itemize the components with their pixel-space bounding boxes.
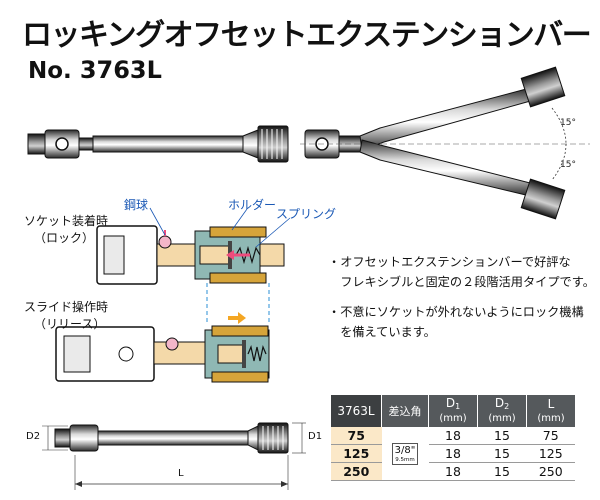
spec-table: 3763L 差込角 D1(mm) D2(mm) L(mm) 75 3/8"9.5… <box>331 395 575 481</box>
description-line: オフセットエクステンションバーで好評な <box>340 255 571 269</box>
offset-extension-bar <box>300 66 590 220</box>
header-d2-sub: 2 <box>504 402 510 411</box>
release-caption: スライド操作時 （リリース） <box>24 298 108 332</box>
lock-caption: ソケット装着時 （ロック） <box>24 212 108 246</box>
header-d1-main: D <box>445 396 456 410</box>
description-block: ・ オフセットエクステンションバーで好評な フレキシブルと固定の２段階活用タイプ… <box>328 252 595 342</box>
header-d2-unit: (mm) <box>488 413 516 424</box>
header-l: L(mm) <box>526 395 575 427</box>
cell-l: 75 <box>526 427 575 445</box>
drive-size-mm: 9.5mm <box>395 456 415 463</box>
header-l-unit: (mm) <box>537 412 565 424</box>
cell-d2: 15 <box>477 462 527 481</box>
lock-caption-line1: ソケット装着時 <box>24 214 109 228</box>
page-title: ロッキングオフセットエクステンションバー <box>22 18 592 53</box>
cross-section-lock <box>96 207 291 285</box>
straight-extension-bar <box>27 125 289 163</box>
description-line: フレキシブルと固定の２段階活用タイプです。 <box>340 275 595 289</box>
cell-model: 75 <box>331 427 382 445</box>
description-item: ・ 不意にソケットが外れないようにロック機構 を備えています。 <box>328 302 595 342</box>
model-code: 3763L <box>79 56 162 84</box>
description-line: を備えています。 <box>340 325 436 339</box>
label-holder: ホルダー <box>228 198 277 212</box>
bullet: ・ <box>328 255 341 269</box>
cell-model: 125 <box>331 444 382 463</box>
cell-d1: 18 <box>428 462 478 481</box>
drive-size: 3/8" <box>394 444 416 456</box>
header-d1-sub: 1 <box>455 402 461 411</box>
table-row: 75 3/8"9.5mm 18 15 75 <box>331 427 575 481</box>
cell-d1: 18 <box>428 444 478 463</box>
table-row: 250 18 15 250 <box>331 462 575 481</box>
cell-d2: 15 <box>477 444 527 463</box>
description-line: 不意にソケットが外れないようにロック機構 <box>340 305 584 319</box>
dim-label-l: L <box>178 468 184 479</box>
description-item: ・ オフセットエクステンションバーで好評な フレキシブルと固定の２段階活用タイプ… <box>328 252 595 292</box>
header-model: 3763L <box>331 395 382 427</box>
header-drive: 差込角 <box>381 395 429 427</box>
release-caption-line2: （リリース） <box>34 317 106 331</box>
header-l-main: L <box>547 396 555 411</box>
header-d2-main: D <box>494 396 505 410</box>
model-number: No. 3763L <box>28 56 162 84</box>
cross-section-release <box>55 312 270 383</box>
bullet: ・ <box>328 305 341 319</box>
drive-size-box: 3/8"9.5mm <box>391 442 419 465</box>
cell-l: 250 <box>526 462 575 481</box>
cell-l: 125 <box>526 444 575 463</box>
label-steel-ball: 鋼球 <box>124 198 149 212</box>
header-d1: D1 (mm) <box>428 395 478 427</box>
cell-d2: 15 <box>477 427 527 445</box>
model-prefix: No. <box>28 58 72 84</box>
release-caption-line1: スライド操作時 <box>24 300 109 314</box>
cell-d1: 18 <box>428 427 478 445</box>
table-header-row: 3763L 差込角 D1(mm) D2(mm) L(mm) <box>331 395 575 427</box>
lock-caption-line2: （ロック） <box>34 231 95 245</box>
angle-label-upper: 15° <box>560 118 576 128</box>
cell-model: 250 <box>331 462 382 481</box>
dim-label-d2: D2 <box>26 431 41 442</box>
dim-label-d1: D1 <box>308 431 323 442</box>
header-d1-unit: (mm) <box>439 413 467 424</box>
cell-drive: 3/8"9.5mm <box>381 427 429 481</box>
dimension-drawing <box>42 422 306 490</box>
header-d2: D2 (mm) <box>477 395 527 427</box>
angle-label-lower: 15° <box>560 160 576 170</box>
table-row: 125 18 15 125 <box>331 444 575 463</box>
label-spring: スプリング <box>276 207 337 221</box>
